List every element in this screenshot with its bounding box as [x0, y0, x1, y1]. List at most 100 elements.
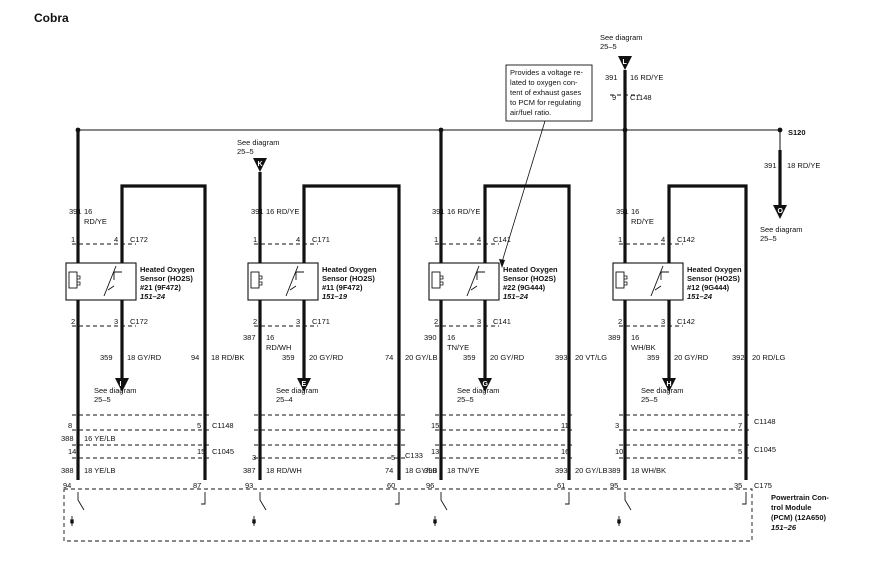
- pin: 2: [434, 317, 438, 326]
- see-diagram-label: See diagram: [760, 225, 803, 234]
- see-diagram-page: 25–5: [457, 395, 474, 404]
- sensor-name: Sensor (HO2S): [140, 274, 193, 283]
- pin: 3: [661, 317, 665, 326]
- pin: 14: [68, 447, 76, 456]
- in-circuit: 391: [251, 207, 264, 216]
- ret-wire: 20 RD/LG: [752, 353, 786, 362]
- splice-wire: 18 RD/YE: [787, 161, 820, 170]
- ret-circuit: 74: [385, 353, 393, 362]
- connector-c1045: C1045: [212, 447, 234, 456]
- in-circuit: 391: [432, 207, 445, 216]
- in-wire: 16: [84, 207, 92, 216]
- side-circuit: 389: [608, 333, 621, 342]
- connector: C142: [677, 235, 695, 244]
- sensor-name: Sensor (HO2S): [322, 274, 375, 283]
- side-wire: 16: [447, 333, 455, 342]
- low-circuit: 389: [608, 466, 621, 475]
- pcm-pin: 94: [63, 481, 71, 490]
- note-line: Provides a voltage re-: [510, 68, 583, 77]
- sensor-ref: 151–24: [140, 292, 166, 301]
- side-circuit: 387: [243, 333, 256, 342]
- ho2s-sensor: [65, 262, 137, 301]
- pin: 4: [661, 235, 665, 244]
- low-wire: 20 GY/LB: [575, 466, 608, 475]
- side-wire-color: TN/YE: [447, 343, 469, 352]
- sensor-name: Heated Oxygen: [687, 265, 742, 274]
- connector: C133: [405, 451, 423, 460]
- splice-circuit: 391: [764, 161, 777, 170]
- connector: C171: [312, 235, 330, 244]
- pin: 1: [434, 235, 438, 244]
- side-circuit: 390: [424, 333, 437, 342]
- pin: 4: [296, 235, 300, 244]
- low-wire: 18 WH/BK: [631, 466, 666, 475]
- sensor-name: #11 (9F472): [322, 283, 363, 292]
- sensor-name: #12 (9G444): [687, 283, 730, 292]
- pcm-pin: 35: [734, 481, 742, 490]
- ret-circuit: 393: [555, 353, 568, 362]
- side-wire-color: RD/WH: [266, 343, 291, 352]
- pcm-pin: 61: [557, 481, 565, 490]
- pcm-pin: 60: [387, 481, 395, 490]
- pin: 5: [391, 453, 395, 462]
- pin: 2: [253, 317, 257, 326]
- connector: C141: [493, 317, 511, 326]
- low-circuit: 387: [243, 466, 256, 475]
- pin: 2: [618, 317, 622, 326]
- see-diagram-label: See diagram: [641, 386, 684, 395]
- see-diagram-page: 25–5: [641, 395, 658, 404]
- sig-wire: 20 GY/RD: [490, 353, 525, 362]
- in-wire-color: RD/YE: [631, 217, 654, 226]
- connector-letter: E: [302, 381, 307, 388]
- connector: C175: [754, 481, 772, 490]
- see-diagram-page: 25–4: [276, 395, 293, 404]
- in-wire-color: RD/YE: [84, 217, 107, 226]
- note-line: tent of exhaust gases: [510, 88, 582, 97]
- sensor-name: Sensor (HO2S): [687, 274, 740, 283]
- pin: 16: [561, 447, 569, 456]
- sig-circuit: 359: [100, 353, 113, 362]
- pcm-ref: 151–26: [771, 523, 797, 532]
- low-wire: 18 GY/LB: [405, 466, 438, 475]
- ret-circuit: 392: [732, 353, 745, 362]
- page-title: Cobra: [34, 11, 69, 25]
- sensor-ref: 151–24: [687, 292, 713, 301]
- in-circuit: 391: [69, 207, 82, 216]
- low-circuit: 388: [61, 466, 74, 475]
- pin: 1: [71, 235, 75, 244]
- ho2s-sensor: [612, 262, 684, 301]
- see-diagram-label: See diagram: [94, 386, 137, 395]
- sensor-name: Heated Oxygen: [140, 265, 195, 274]
- in-wire: 16 RD/YE: [266, 207, 299, 216]
- pcm-pin: 95: [610, 481, 618, 490]
- low-circuit: 390: [424, 466, 437, 475]
- pin: 3: [615, 421, 619, 430]
- top-circuit: 391: [605, 73, 618, 82]
- connector-o-letter: O: [778, 208, 784, 215]
- k-reference: See diagram 25–5 K: [237, 138, 280, 172]
- ho2s-sensor: [247, 262, 319, 301]
- note-line: air/fuel ratio.: [510, 108, 551, 117]
- connector-letter: G: [483, 381, 489, 388]
- ho2s-sensor: [428, 262, 500, 301]
- pin: 3: [114, 317, 118, 326]
- top-pin: 9: [612, 93, 616, 102]
- pcm-label: Powertrain Con-: [771, 493, 829, 502]
- ret-wire: 20 GY/LB: [405, 353, 438, 362]
- sensor-name: #22 (9G444): [503, 283, 546, 292]
- top-reference: See diagram 25–5 L 391 16 RD/YE 9 C1148: [600, 33, 663, 102]
- see-diagram-page: 25–5: [237, 147, 254, 156]
- sig-circuit: 359: [647, 353, 660, 362]
- top-connector: C1148: [630, 93, 652, 102]
- sig-wire: 20 GY/RD: [674, 353, 709, 362]
- pin: 10: [615, 447, 623, 456]
- see-diagram-label: See diagram: [600, 33, 643, 42]
- pin: 8: [68, 421, 72, 430]
- pin: 4: [114, 235, 118, 244]
- see-diagram-label: See diagram: [457, 386, 500, 395]
- note-line: lated to oxygen con-: [510, 78, 578, 87]
- pin: 11: [561, 421, 569, 430]
